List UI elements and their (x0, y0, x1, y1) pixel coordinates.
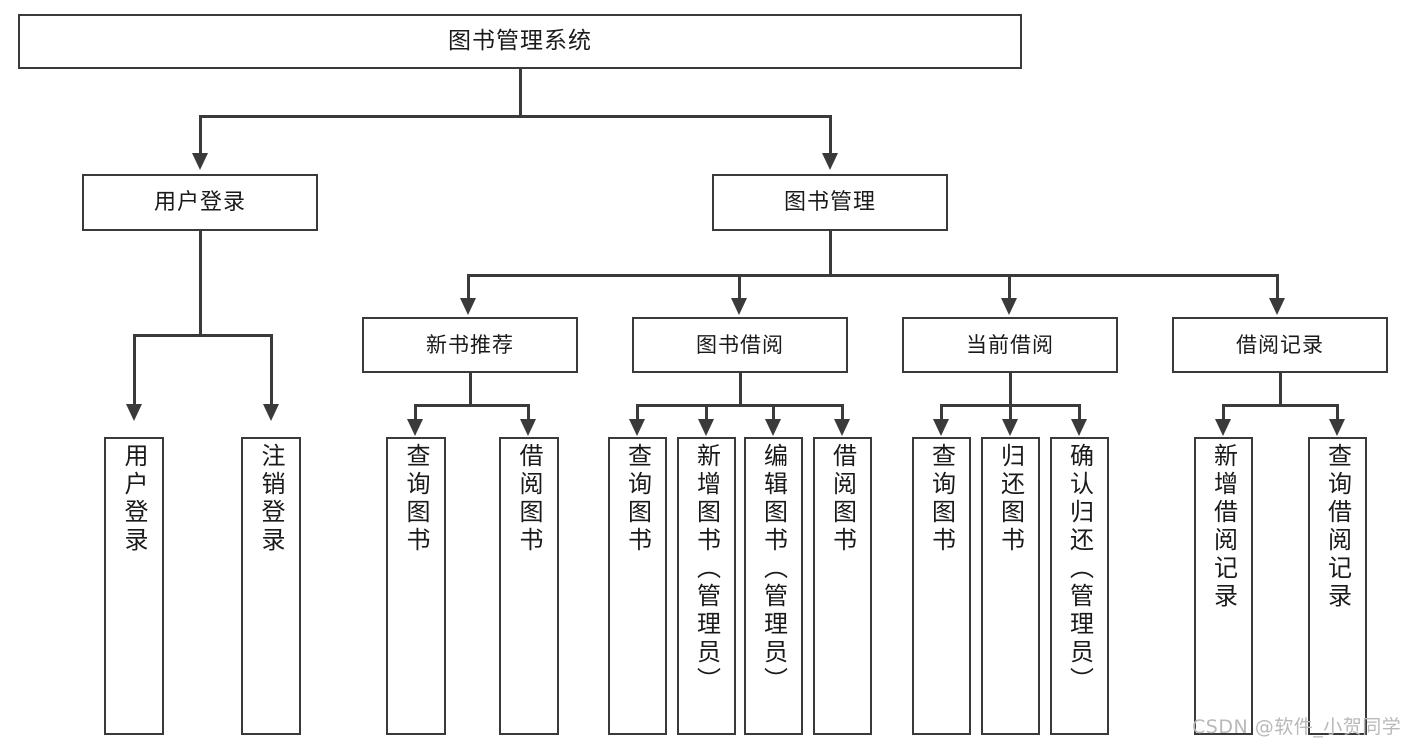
leaf-query-borrow-record[interactable]: 查询借阅记录 (1308, 437, 1367, 735)
node-label: 当前借阅 (966, 332, 1054, 357)
node-user-login[interactable]: 用户登录 (82, 174, 318, 231)
connector-to-user-login (199, 115, 202, 155)
arrowhead-leaf-query-book-1 (407, 419, 423, 436)
arrowhead-leaf-logout (263, 404, 279, 421)
connector-to-leaf-query-book-2 (636, 404, 639, 422)
leaf-query-book-current[interactable]: 查询图书 (912, 437, 971, 735)
arrowhead-leaf-query-book-2 (629, 419, 645, 436)
leaf-logout[interactable]: 注销登录 (241, 437, 301, 735)
connector-to-leaf-logout (270, 334, 273, 406)
connector-to-leaf-query-book-3 (940, 404, 943, 422)
connector-to-leaf-borrow-book-2 (841, 404, 844, 422)
connector-new-book-recommend-bar (414, 404, 530, 407)
node-label: 查询借阅记录 (1323, 443, 1352, 611)
node-label: 借阅图书 (828, 443, 857, 555)
connector-borrow-record-bar (1222, 404, 1339, 407)
node-borrow-record[interactable]: 借阅记录 (1172, 317, 1388, 373)
leaf-return-book[interactable]: 归还图书 (981, 437, 1040, 735)
connector-to-leaf-add-record (1222, 404, 1225, 422)
node-label: 查询图书 (927, 443, 956, 555)
node-label: 查询图书 (402, 443, 430, 555)
node-label: 借阅图书 (515, 443, 543, 555)
arrowhead-leaf-confirm-return (1071, 419, 1087, 436)
connector-to-leaf-confirm-return (1078, 404, 1081, 422)
leaf-edit-book-admin[interactable]: 编辑图书（管理员） (744, 437, 803, 735)
node-label: 查询图书 (623, 443, 652, 555)
leaf-add-book-admin[interactable]: 新增图书（管理员） (677, 437, 736, 735)
node-label: 借阅记录 (1236, 332, 1324, 357)
node-book-manage[interactable]: 图书管理 (712, 174, 948, 231)
connector-to-book-manage (829, 115, 832, 155)
node-label: 图书管理系统 (448, 28, 592, 55)
connector-level2-bar (467, 274, 1279, 277)
arrowhead-book-manage (822, 153, 838, 170)
connector-to-new-book-recommend (467, 274, 470, 301)
arrowhead-leaf-add-book (698, 419, 714, 436)
leaf-query-book-borrow[interactable]: 查询图书 (608, 437, 667, 735)
node-new-book-recommend[interactable]: 新书推荐 (362, 317, 578, 373)
node-label: 图书借阅 (696, 332, 784, 357)
leaf-add-borrow-record[interactable]: 新增借阅记录 (1194, 437, 1253, 735)
leaf-borrow-book-new-recommend[interactable]: 借阅图书 (499, 437, 559, 735)
node-book-borrow[interactable]: 图书借阅 (632, 317, 848, 373)
connector-to-leaf-return-book (1009, 404, 1012, 422)
node-label: 归还图书 (996, 443, 1025, 555)
node-label: 新增图书（管理员） (692, 443, 721, 695)
connector-book-manage-stem (829, 231, 832, 275)
arrowhead-leaf-borrow-book-1 (520, 419, 536, 436)
connector-to-leaf-query-record (1336, 404, 1339, 422)
connector-to-current-borrow (1008, 274, 1011, 301)
arrowhead-leaf-borrow-book-2 (834, 419, 850, 436)
arrowhead-leaf-user-login (126, 404, 142, 421)
arrowhead-leaf-add-record (1215, 419, 1231, 436)
arrowhead-leaf-query-record (1329, 419, 1345, 436)
connector-new-book-recommend-stem (469, 373, 472, 405)
node-label: 注销登录 (257, 443, 285, 555)
node-label: 编辑图书（管理员） (759, 443, 788, 695)
leaf-borrow-book-borrow[interactable]: 借阅图书 (813, 437, 872, 735)
arrowhead-book-borrow (731, 298, 747, 315)
arrowhead-new-book-recommend (460, 298, 476, 315)
connector-level1-bar (199, 115, 831, 118)
connector-to-leaf-borrow-book-1 (527, 404, 530, 422)
leaf-query-book-new-recommend[interactable]: 查询图书 (386, 437, 446, 735)
arrowhead-current-borrow (1001, 298, 1017, 315)
node-label: 新书推荐 (426, 332, 514, 357)
node-label: 用户登录 (120, 443, 148, 555)
node-label: 新增借阅记录 (1209, 443, 1238, 611)
connector-book-borrow-bar (636, 404, 844, 407)
connector-user-login-bar (133, 334, 273, 337)
arrowhead-user-login (192, 153, 208, 170)
connector-to-leaf-query-book-1 (414, 404, 417, 422)
connector-root-stem (519, 69, 522, 116)
leaf-user-login[interactable]: 用户登录 (104, 437, 164, 735)
arrowhead-leaf-return-book (1002, 419, 1018, 436)
connector-user-login-stem (199, 231, 202, 335)
connector-to-borrow-record (1276, 274, 1279, 301)
node-current-borrow[interactable]: 当前借阅 (902, 317, 1118, 373)
node-label: 确认归还（管理员） (1065, 443, 1094, 695)
arrowhead-leaf-query-book-3 (933, 419, 949, 436)
node-label: 用户登录 (153, 189, 246, 215)
node-label: 图书管理 (783, 189, 876, 215)
arrowhead-leaf-edit-book (765, 419, 781, 436)
connector-to-leaf-user-login (133, 334, 136, 406)
node-root-book-management-system[interactable]: 图书管理系统 (18, 14, 1022, 69)
arrowhead-borrow-record (1269, 298, 1285, 315)
connector-book-borrow-stem (739, 373, 742, 405)
connector-to-book-borrow (738, 274, 741, 301)
connector-to-leaf-add-book (705, 404, 708, 422)
connector-current-borrow-stem (1009, 373, 1012, 405)
leaf-confirm-return-admin[interactable]: 确认归还（管理员） (1050, 437, 1109, 735)
connector-to-leaf-edit-book (772, 404, 775, 422)
connector-borrow-record-stem (1279, 373, 1282, 405)
